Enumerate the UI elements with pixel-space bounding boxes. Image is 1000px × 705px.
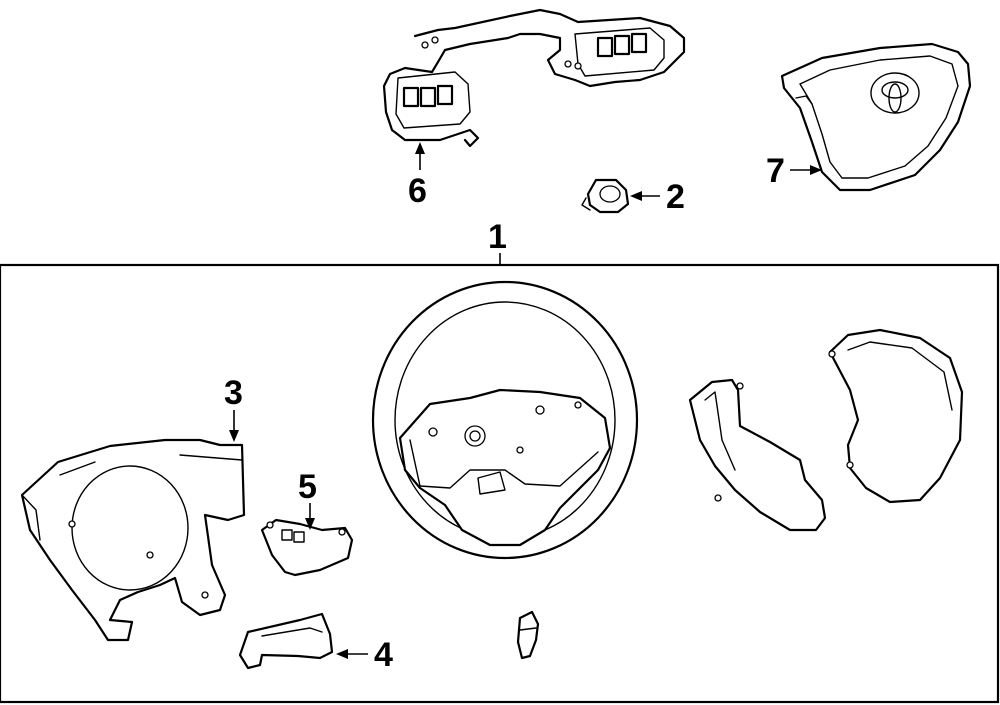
callout-7: 7 xyxy=(766,152,785,190)
part-2-clip[interactable] xyxy=(581,178,630,214)
callout-6: 6 xyxy=(408,172,427,210)
callout-5: 5 xyxy=(298,468,317,506)
part-5-switch[interactable] xyxy=(260,518,354,577)
part-7-airbag[interactable] xyxy=(780,42,972,192)
part-1-back-cover-left[interactable] xyxy=(688,378,827,532)
toyota-emblem-icon xyxy=(870,72,920,114)
part-6-switch-bezel[interactable] xyxy=(382,8,686,148)
part-1-connector[interactable] xyxy=(516,610,540,660)
callout-1: 1 xyxy=(488,218,507,256)
part-3-lower-cover[interactable] xyxy=(20,438,246,642)
part-1-back-cover-right[interactable] xyxy=(828,328,964,504)
leader-lines xyxy=(229,142,822,659)
part-1-steering-wheel[interactable] xyxy=(371,280,639,560)
part-4-bracket[interactable] xyxy=(238,612,334,670)
callout-3: 3 xyxy=(224,374,243,412)
callout-4: 4 xyxy=(374,636,393,674)
callout-2: 2 xyxy=(666,178,685,216)
assembly-frame xyxy=(0,263,1000,704)
